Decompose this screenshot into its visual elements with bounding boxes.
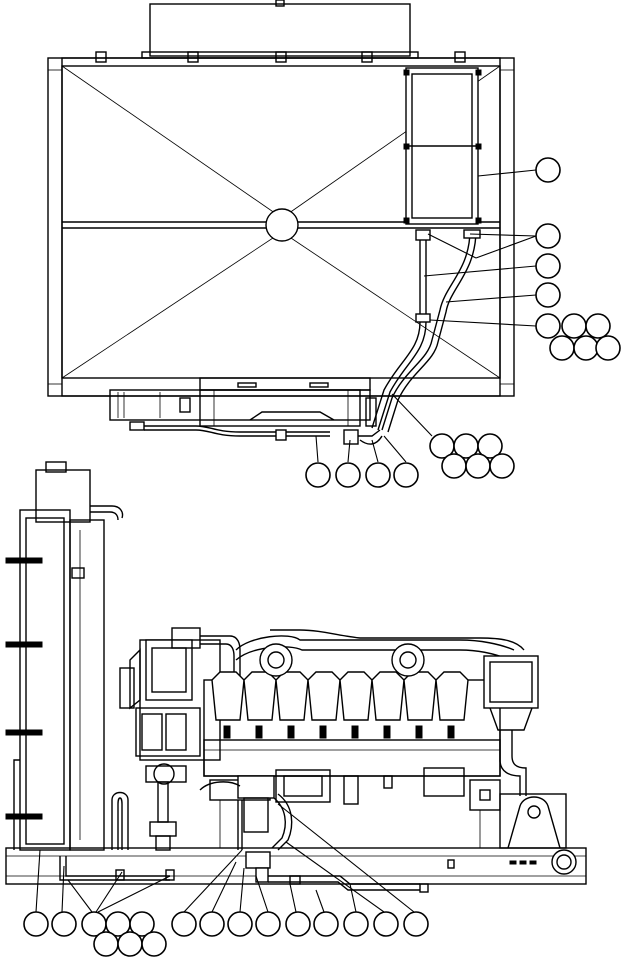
expansion-tank [403, 67, 482, 225]
callout-bubble [441, 453, 467, 479]
callout-bubble [561, 313, 587, 339]
callout-bubble [227, 911, 253, 937]
top-clips [95, 51, 466, 63]
callout-bubble [535, 223, 561, 249]
leader-lines [35, 169, 537, 913]
callouts-top-view [305, 157, 621, 488]
callout-bubble [93, 931, 119, 957]
callout-bubble [465, 453, 491, 479]
callout-bubble [595, 335, 621, 361]
header-tank [35, 461, 124, 523]
u-bracket-inner [117, 797, 123, 850]
callout-bubble [549, 335, 575, 361]
injectors [223, 725, 455, 739]
callout-bubble [373, 911, 399, 937]
callout-bubble [305, 462, 331, 488]
callout-bubble [129, 911, 155, 937]
callout-bubble [51, 911, 77, 937]
callout-bubble [535, 157, 561, 183]
callout-bubble [535, 313, 561, 339]
callout-bubble [365, 462, 391, 488]
callout-bubble [141, 931, 167, 957]
vent-hoses [371, 229, 481, 433]
radiator-side [5, 509, 105, 851]
callout-bubble [403, 911, 429, 937]
callout-bubble [255, 911, 281, 937]
top-view [47, 0, 515, 445]
top-box [141, 0, 419, 59]
base-frame [5, 793, 587, 893]
callout-bubble [199, 911, 225, 937]
callout-bubble [285, 911, 311, 937]
engine-block-top [109, 377, 383, 445]
callout-bubble [23, 911, 49, 937]
callout-bubble [585, 313, 611, 339]
callout-bubble [489, 453, 515, 479]
callout-bubble [171, 911, 197, 937]
callout-bubble [335, 462, 361, 488]
u-bracket [111, 791, 129, 850]
callout-bubble [343, 911, 369, 937]
callout-bubble [535, 282, 561, 308]
callout-bubble [573, 335, 599, 361]
callout-bubble [477, 433, 503, 459]
engine-side [59, 627, 539, 891]
callout-bubble [117, 931, 143, 957]
cylinder-covers [211, 671, 469, 721]
callout-bubble [535, 253, 561, 279]
callouts-side-view [23, 911, 429, 957]
callout-bubble [393, 462, 419, 488]
side-view [5, 461, 587, 893]
callout-bubble [313, 911, 339, 937]
